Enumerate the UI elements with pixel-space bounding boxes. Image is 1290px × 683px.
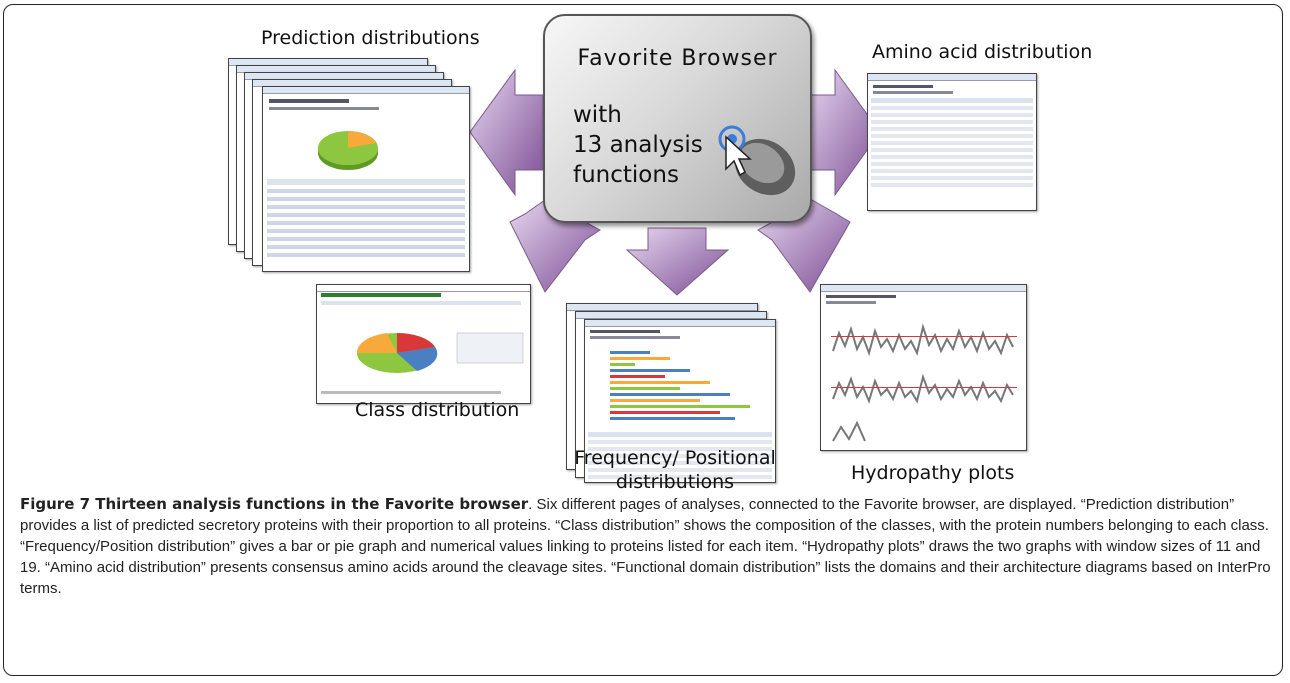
caption-title: Figure 7 Thirteen analysis functions in …	[20, 495, 529, 513]
frequency-page-front	[584, 319, 776, 483]
figure-caption: Figure 7 Thirteen analysis functions in …	[20, 494, 1275, 599]
browser-title: Favorite Browser	[577, 46, 778, 71]
arrow-down-right	[757, 199, 851, 293]
figure-frame	[3, 4, 1283, 676]
frequency-label-2: distributions	[615, 471, 735, 493]
prediction-page-content	[267, 99, 465, 257]
mouse-cursor-icon	[718, 125, 796, 196]
prediction-page-front	[262, 86, 470, 272]
hydropathy-panel	[820, 284, 1027, 451]
hydropathy-page-content	[826, 295, 1017, 442]
frequency-page-content	[588, 330, 772, 479]
class-panel	[316, 284, 531, 404]
amino-panel	[867, 73, 1037, 211]
caption-text: . Six different pages of analyses, conne…	[20, 496, 1271, 597]
class-label: Class distribution	[355, 399, 520, 421]
hydropathy-label: Hydropathy plots	[851, 462, 1015, 484]
browser-line-3: functions	[573, 162, 679, 188]
arrow-right	[807, 68, 881, 197]
class-page-content	[321, 293, 524, 394]
amino-table-content	[871, 85, 1033, 187]
arrow-down-left	[509, 199, 601, 293]
browser-line-2: 13 analysis	[573, 132, 703, 158]
arrow-left	[469, 68, 544, 197]
prediction-label: Prediction distributions	[261, 27, 480, 49]
amino-label: Amino acid distribution	[872, 41, 1093, 63]
browser-line-1: with	[573, 102, 622, 128]
arrow-down-center	[625, 227, 730, 296]
frequency-label-1: Frequency/ Positional	[574, 447, 776, 469]
favorite-browser-box: Favorite Browser with 13 analysis functi…	[543, 14, 812, 223]
